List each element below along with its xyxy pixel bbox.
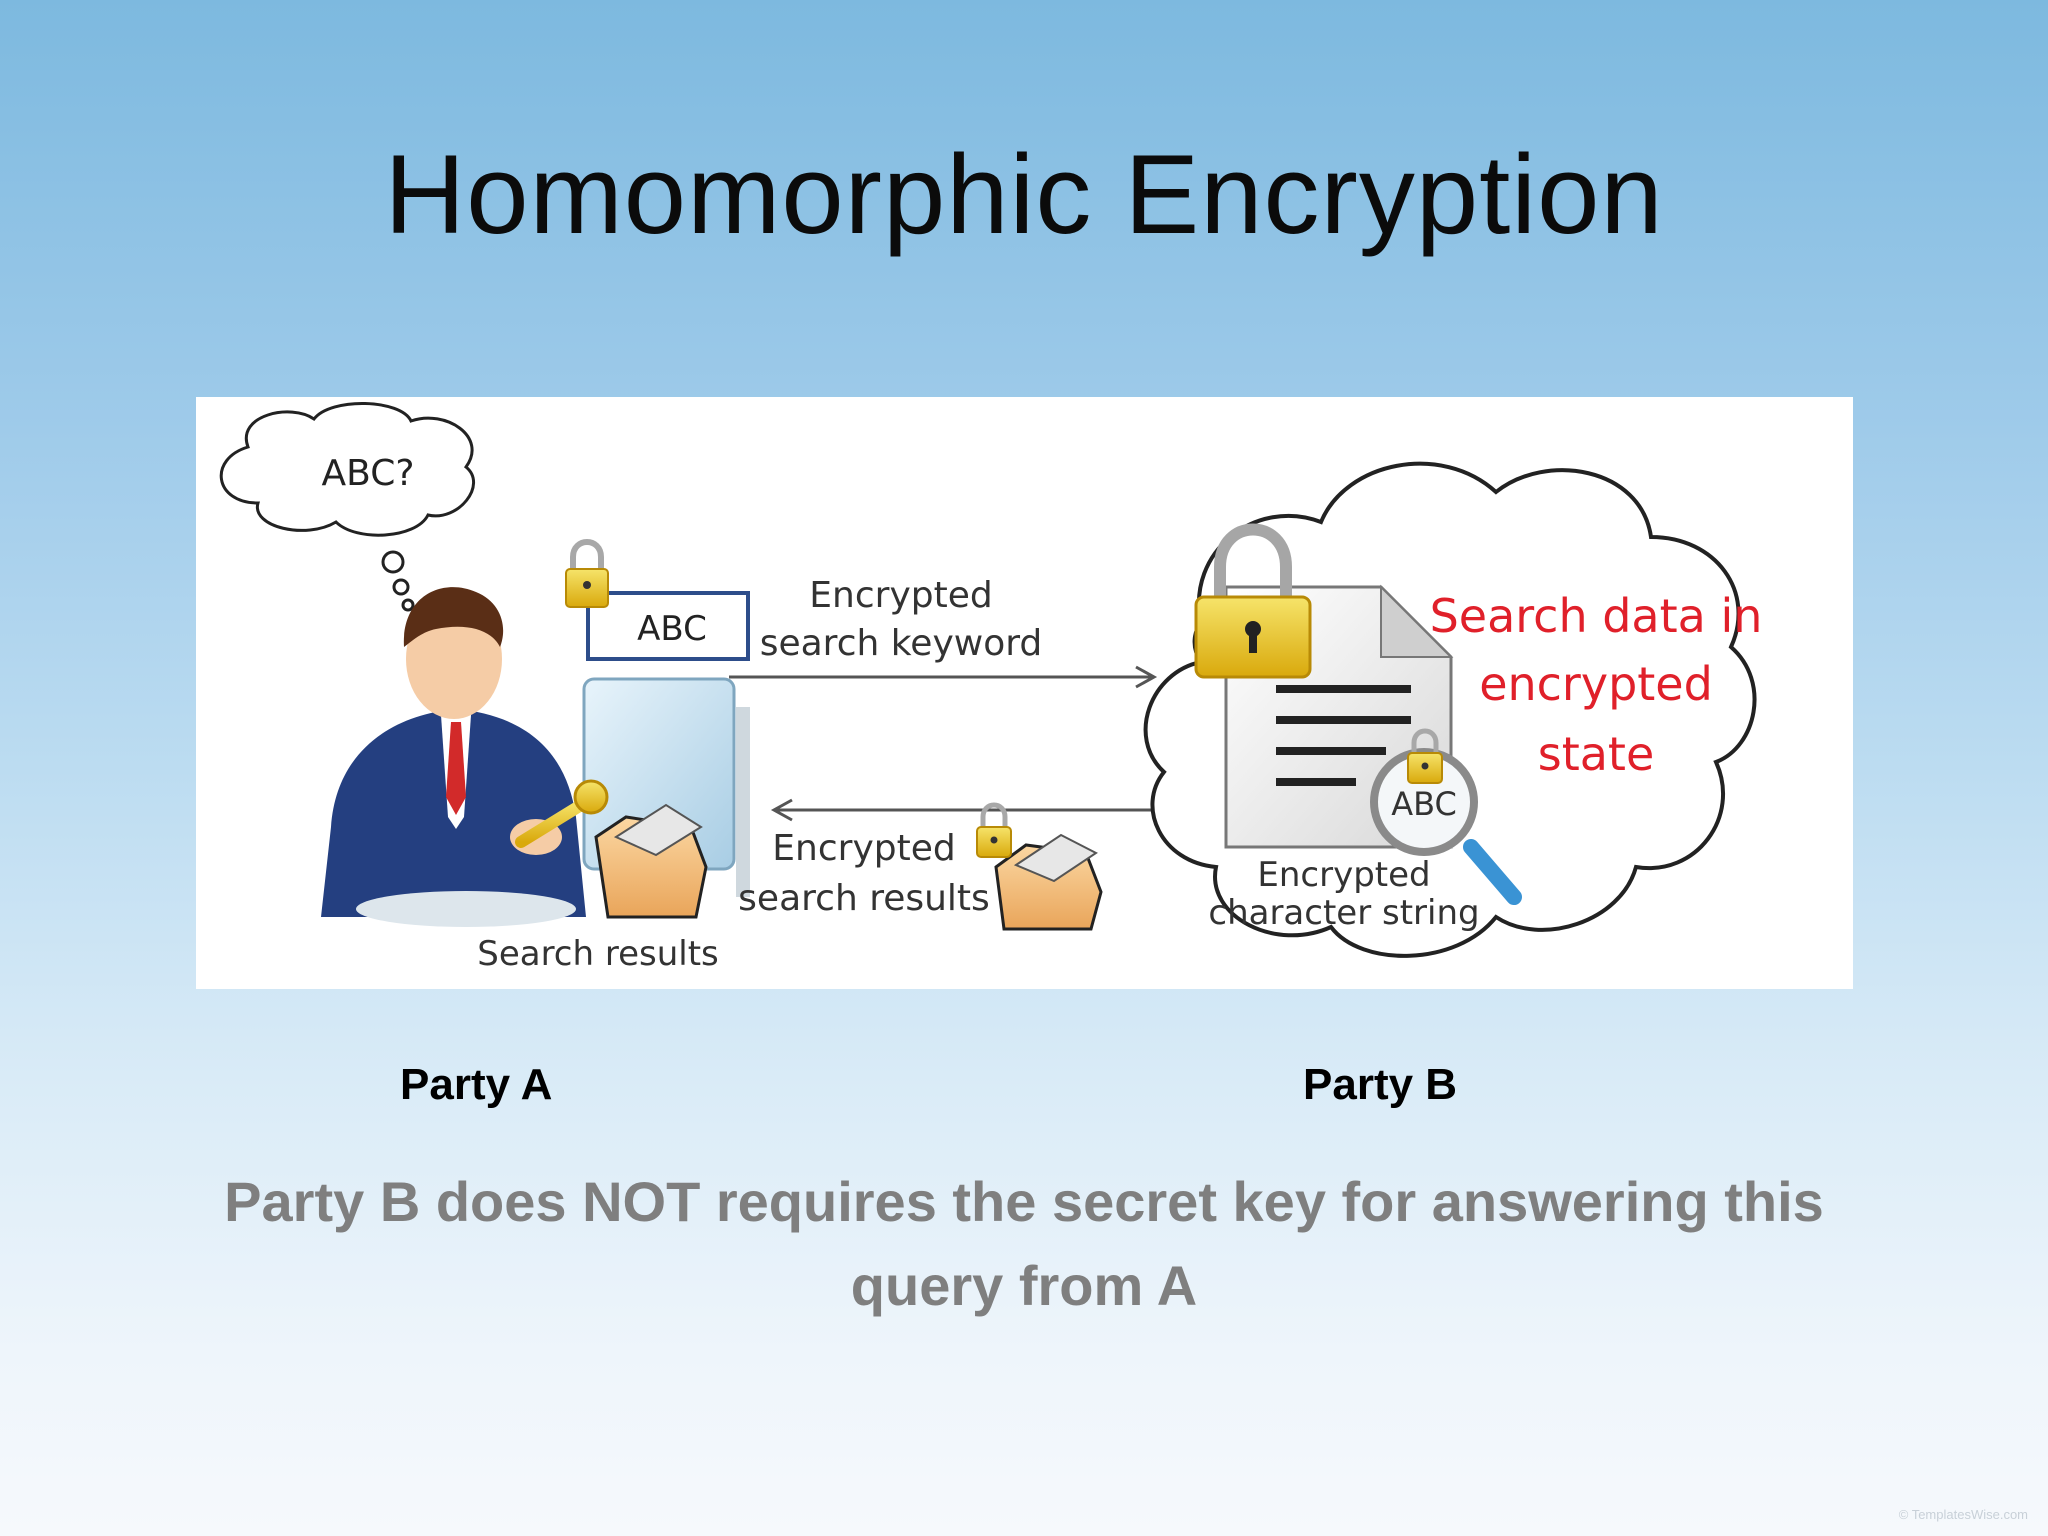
- arrow-right: [729, 665, 1158, 689]
- party-b-label: Party B: [1303, 1060, 1458, 1109]
- encrypted-folder-icon: [994, 833, 1103, 931]
- bottom-arrow-label-line1: Encrypted: [772, 828, 955, 869]
- thought-bubble: ABC?: [219, 402, 475, 612]
- large-lock-icon: [1194, 523, 1312, 679]
- watermark: © TemplatesWise.com: [1898, 1507, 2028, 1522]
- thought-bubble-text: ABC?: [322, 453, 415, 494]
- doc-label-line1: Encrypted: [1257, 855, 1430, 895]
- lock-icon: [565, 539, 609, 608]
- encrypted-keyword-box: ABC: [586, 591, 750, 661]
- arrow-left: [770, 798, 1164, 822]
- diagram-figure: ABC?: [196, 397, 1853, 989]
- search-results-label: Search results: [477, 934, 719, 974]
- cloud-text-line2: encrypted: [1479, 657, 1713, 711]
- diagram-svg: ABC?: [219, 402, 1763, 974]
- lock-icon: [976, 802, 1012, 858]
- magnifier-text: ABC: [1391, 785, 1457, 823]
- top-arrow-label-line2: search keyword: [760, 623, 1043, 664]
- party-a-label: Party A: [400, 1060, 553, 1109]
- magnifier-icon: ABC: [1370, 748, 1522, 905]
- slide-title: Homomorphic Encryption: [384, 132, 1664, 257]
- cloud-text-line3: state: [1538, 727, 1655, 781]
- keyword-box-text: ABC: [637, 609, 707, 649]
- slide-note: Party B does NOT requires the secret key…: [224, 1170, 1824, 1317]
- folder-icon: [594, 803, 708, 919]
- lock-icon: [1407, 728, 1443, 784]
- bottom-arrow-label-line2: search results: [738, 878, 990, 919]
- top-arrow-label-line1: Encrypted: [809, 575, 992, 616]
- cloud-text-line1: Search data in: [1430, 589, 1763, 643]
- doc-label-line2: character string: [1208, 893, 1479, 933]
